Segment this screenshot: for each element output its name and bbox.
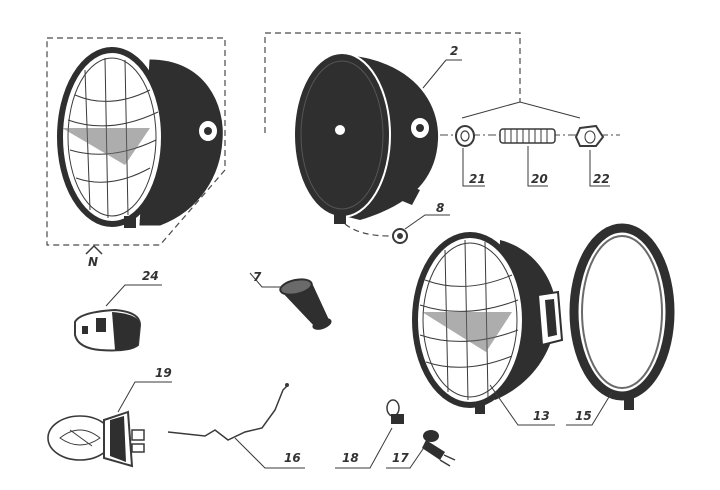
mount-lug-hole — [204, 127, 212, 135]
leader-8 — [404, 214, 450, 230]
headlamp-assembly-N: N — [46, 37, 226, 269]
screw-20: 20 — [499, 128, 556, 187]
label-8: 8 — [436, 201, 444, 215]
label-18: 18 — [342, 451, 359, 465]
label-24: 24 — [142, 269, 159, 283]
leader-2 — [422, 59, 447, 89]
mount-lug-hole — [416, 124, 424, 132]
label-22: 22 — [593, 172, 610, 186]
leader-20 — [527, 146, 548, 187]
arrow-marker — [85, 244, 103, 255]
spring-clip-16: 16 — [167, 383, 305, 469]
leader-13 — [489, 384, 555, 426]
label-16: 16 — [284, 451, 301, 465]
bulb-hole — [335, 125, 345, 135]
label-19: 19 — [155, 366, 172, 380]
leader-17 — [386, 445, 426, 469]
leader-15 — [566, 391, 613, 426]
leader-7 — [249, 272, 282, 288]
dash-leader-8 — [344, 223, 391, 237]
grommet-7: 7 — [249, 270, 332, 330]
label-20: 20 — [531, 172, 548, 186]
bulb-19: 19 — [47, 366, 172, 468]
connector-24: 24 — [74, 269, 162, 352]
leader-16 — [234, 437, 305, 469]
housing-2: 2 — [264, 32, 620, 224]
housing-bracket — [334, 212, 346, 224]
leader-21 — [462, 148, 485, 187]
adjuster-foot — [185, 170, 205, 195]
retaining-ring-15: 15 — [566, 223, 675, 426]
label-7: 7 — [253, 270, 262, 284]
label-21: 21 — [469, 172, 486, 186]
lens-flute — [75, 167, 151, 183]
leader-19 — [117, 381, 172, 413]
group-frame-2 — [264, 32, 521, 133]
adjuster-foot — [395, 182, 420, 205]
lens-flute — [67, 111, 159, 127]
leader-22 — [589, 150, 610, 187]
lens-flute — [74, 89, 151, 102]
lens-prism — [62, 128, 150, 165]
sealed-beam-13: 13 — [412, 232, 564, 426]
nut-8: 8 — [344, 201, 450, 244]
label-N: N — [88, 255, 98, 269]
label-2: 2 — [450, 44, 458, 58]
housing-bowl-inner — [300, 60, 384, 210]
leader-24 — [105, 284, 162, 307]
lamp-bracket — [124, 216, 136, 228]
adjuster-set: 21 20 22 — [455, 101, 610, 187]
washer-21: 21 — [455, 125, 486, 187]
lens-inner-ring — [67, 57, 157, 217]
label-13: 13 — [533, 409, 550, 423]
bulb-holder-17: 17 — [386, 430, 456, 469]
nut-22: 22 — [574, 124, 610, 187]
label-15: 15 — [575, 409, 592, 423]
bracket-line — [461, 101, 581, 119]
label-17: 17 — [392, 451, 409, 465]
leader-18 — [335, 427, 393, 469]
small-bulb-18: 18 — [335, 399, 404, 469]
